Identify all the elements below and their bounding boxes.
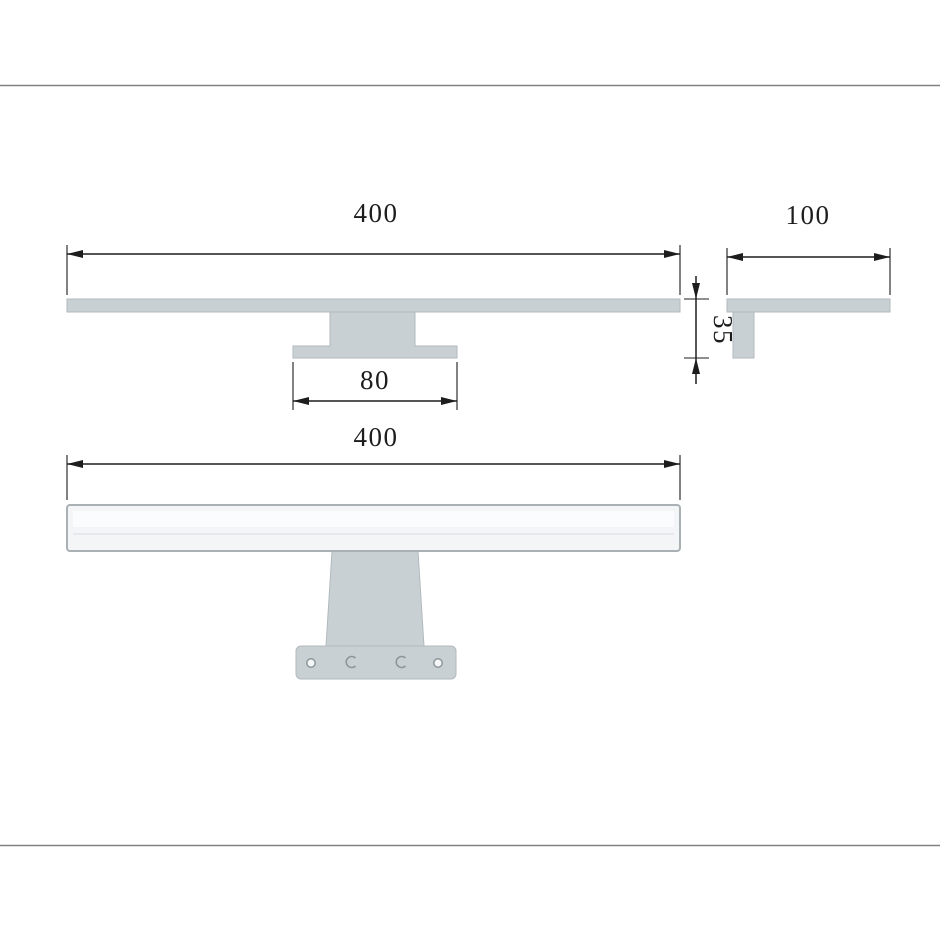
screw-hole-left xyxy=(306,658,316,668)
dim-side-depth: 100 xyxy=(726,200,891,295)
dim-base-width: 80 xyxy=(292,362,458,410)
lamp-bar-profile xyxy=(66,298,681,313)
dim-front-width: 400 xyxy=(66,422,681,500)
front-view xyxy=(66,504,681,680)
arrowhead-left xyxy=(67,460,83,468)
arrowhead-left xyxy=(293,397,309,405)
keyhole-slot-left xyxy=(345,655,357,669)
arrowhead-right xyxy=(874,253,890,261)
arrowhead-right xyxy=(664,250,680,258)
dim-top-width-label: 400 xyxy=(354,198,399,228)
mount-leg-end xyxy=(732,311,755,359)
screw-hole-right xyxy=(433,658,443,668)
arrowhead-right xyxy=(664,460,680,468)
lamp-bar-end xyxy=(726,298,891,313)
arrowhead-top xyxy=(692,283,700,299)
keyhole-slot-right xyxy=(395,655,407,669)
lamp-bar-highlight xyxy=(73,511,674,527)
dim-base-width-label: 80 xyxy=(360,365,390,395)
end-view xyxy=(726,298,891,359)
arrowhead-left xyxy=(67,250,83,258)
side-profile-view xyxy=(66,298,681,359)
mount-stem-front xyxy=(325,550,425,647)
dim-mount-height: 35 xyxy=(684,276,738,384)
dim-front-width-label: 400 xyxy=(354,422,399,452)
arrowhead-left xyxy=(727,253,743,261)
arrowhead-bottom xyxy=(692,358,700,374)
dim-top-width: 400 xyxy=(66,198,681,295)
dim-mount-height-label: 35 xyxy=(708,315,738,345)
arrowhead-right xyxy=(441,397,457,405)
mount-base-plate xyxy=(295,645,457,680)
dim-side-depth-label: 100 xyxy=(786,200,831,230)
mount-foot-profile xyxy=(292,311,458,359)
